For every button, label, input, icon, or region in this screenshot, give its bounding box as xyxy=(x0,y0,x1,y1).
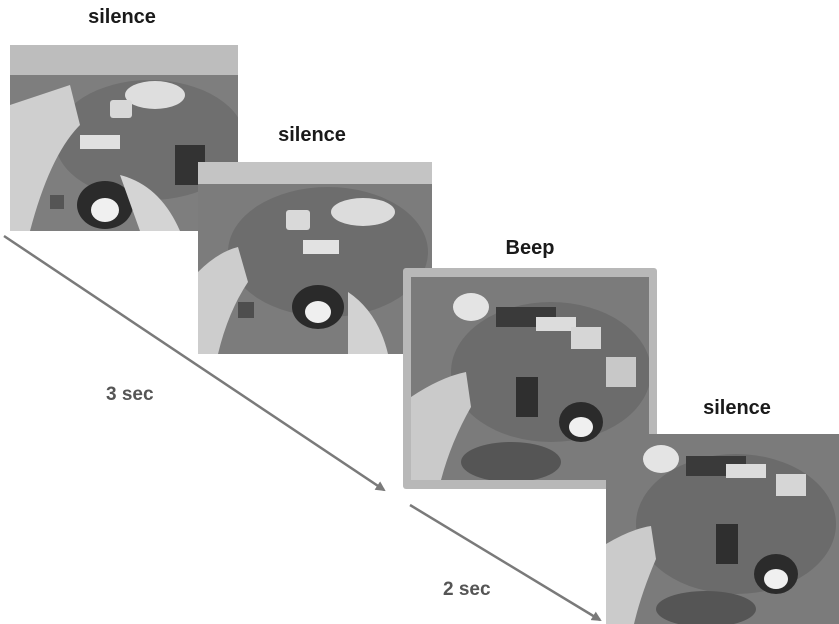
frame-3-label: Beep xyxy=(505,237,555,259)
frame-4-label: silence xyxy=(703,397,771,419)
arrow-2sec xyxy=(409,503,602,622)
frame-1-label: silence xyxy=(88,6,156,28)
arrow-3sec xyxy=(3,234,386,492)
frame-2-label: silence xyxy=(278,124,346,146)
frame-3-image xyxy=(411,277,649,480)
duration-label-first: 3 sec xyxy=(106,384,154,405)
frame-2-image xyxy=(198,162,432,354)
frame-4-image xyxy=(606,434,839,624)
frame-1-image xyxy=(10,45,238,231)
duration-label-second: 2 sec xyxy=(443,579,491,600)
